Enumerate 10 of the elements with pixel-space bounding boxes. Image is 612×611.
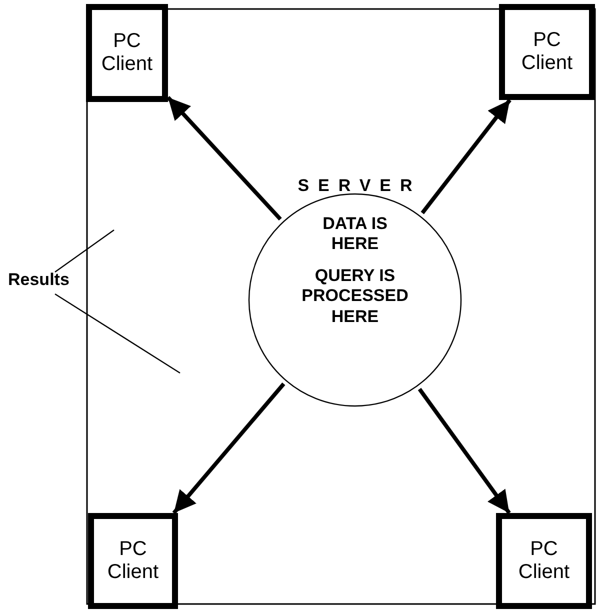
server-text: DATA IS HERE (322, 214, 388, 255)
arrow (166, 96, 282, 221)
arrow (418, 388, 511, 514)
arrow (172, 382, 286, 514)
leader-line (54, 230, 114, 272)
arrow (420, 98, 512, 214)
heading-text: SERVER (296, 176, 422, 196)
leader-line (54, 294, 180, 374)
callout-text: Results (8, 270, 108, 294)
server-text: QUERY IS PROCESSED HERE (300, 266, 410, 328)
